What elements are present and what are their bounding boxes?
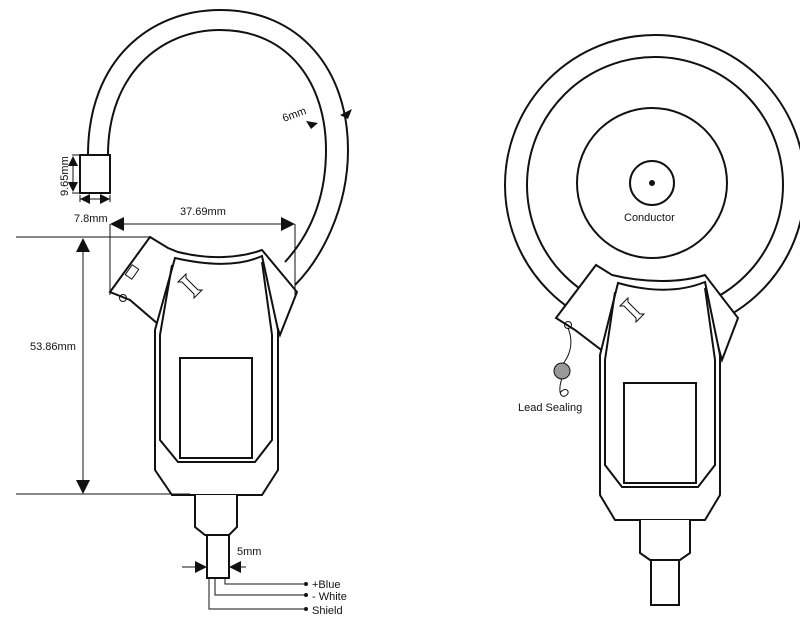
- wire-blue: [224, 578, 306, 585]
- body-outline-right: [599, 280, 721, 521]
- cable: [206, 534, 230, 579]
- wire-white: [214, 578, 306, 596]
- body-inner: [159, 261, 273, 463]
- latch-slot: [124, 264, 140, 280]
- coil-inner-ring: [526, 56, 784, 314]
- label-window: [179, 357, 253, 459]
- latch-hole: [119, 294, 127, 302]
- rotate-arrow-icon-right: [618, 296, 646, 324]
- body-inner-right: [604, 287, 716, 488]
- dim-opening-label: 37.69mm: [180, 206, 226, 218]
- wire-shield: [208, 578, 306, 610]
- dim-coil-label: 6mm: [281, 105, 308, 125]
- seal-wire: [559, 327, 572, 397]
- aperture: [576, 107, 728, 259]
- lead-seal: [553, 362, 571, 380]
- cable-stem: [194, 495, 238, 536]
- coil-loop-inner: [107, 28, 328, 263]
- label-window-right: [623, 382, 697, 484]
- dim-height-label: 9.65mm: [59, 156, 71, 196]
- body-outline: [154, 254, 279, 496]
- coil-loop-outer: [87, 8, 350, 286]
- conductor-label: Conductor: [624, 212, 675, 224]
- dim-width-label: 7.8mm: [74, 213, 108, 225]
- dim-cable-label: 5mm: [237, 546, 261, 558]
- right-view: Conductor Lead Sealing: [504, 34, 800, 606]
- cable-right: [650, 559, 680, 606]
- coil-end-cap: [79, 154, 111, 194]
- wire-label-blue: +Blue: [312, 579, 340, 591]
- dim-body-label: 53.86mm: [30, 341, 76, 353]
- conductor: [629, 160, 675, 206]
- left-view: +Blue - White Shield 9.65mm 7.8mm 37.69m…: [16, 8, 352, 617]
- lead-sealing-label: Lead Sealing: [518, 402, 582, 414]
- rotate-arrow-icon: [176, 272, 204, 300]
- wire-label-white: - White: [312, 591, 347, 603]
- wire-label-shield: Shield: [312, 605, 343, 617]
